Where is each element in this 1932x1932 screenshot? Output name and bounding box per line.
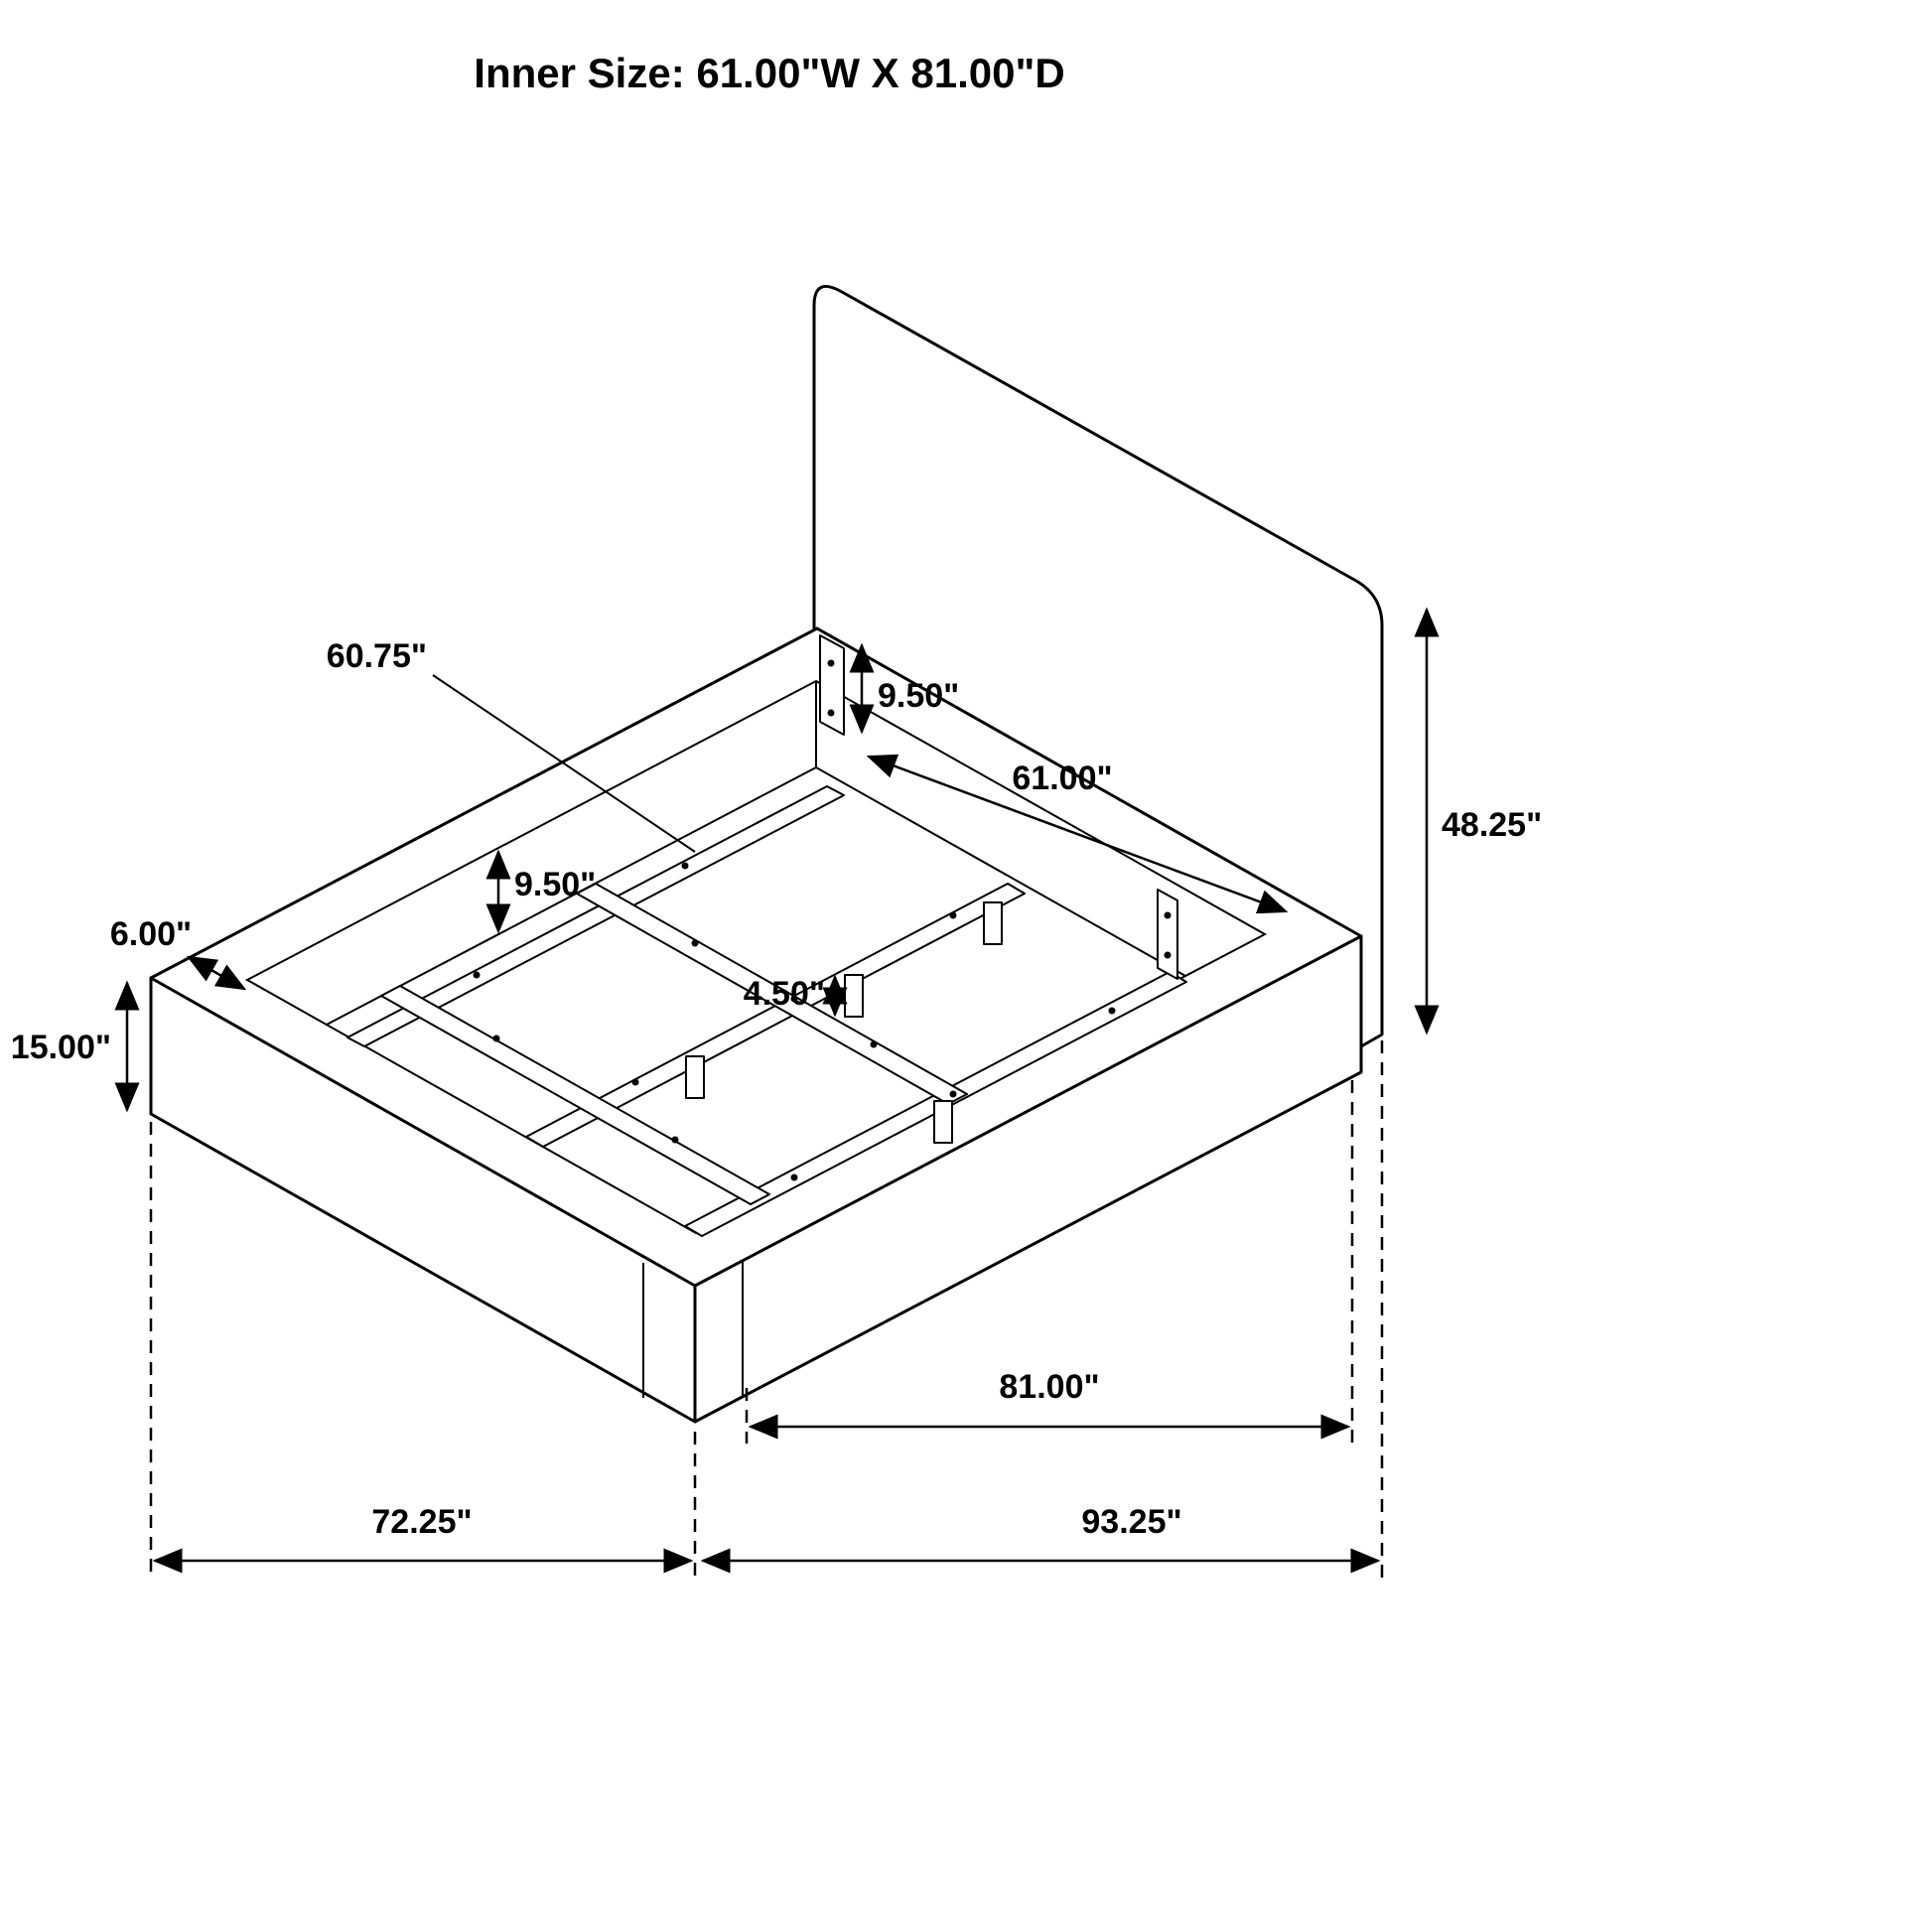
support-leg (983, 901, 1003, 945)
dim-label-head-bracket: 9.50" (878, 677, 959, 715)
support-leg (844, 974, 864, 1018)
screw-dot (681, 862, 689, 870)
screw-dot (870, 1040, 878, 1048)
screw-dot (492, 1035, 500, 1042)
dim-label-leg-height: 4.50" (744, 975, 825, 1013)
screw-dot (790, 995, 798, 1003)
dim-label-headboard-height: 48.25" (1442, 806, 1542, 844)
screw-dot (949, 911, 957, 919)
screw-dot (671, 1136, 679, 1144)
dim-label-base-height: 15.00" (11, 1029, 111, 1066)
dim-label-side-rail-height: 9.50" (514, 866, 596, 903)
screw-dot (1164, 951, 1172, 959)
dim-arrow-rail-width (186, 955, 247, 991)
foot-corner-seams (642, 1261, 744, 1398)
screw-dot (691, 939, 699, 947)
dim-label-overall-depth: 93.25" (1081, 1503, 1181, 1541)
lower-cross-slat (380, 985, 770, 1205)
dim-label-slat-rail-length: 60.75" (327, 637, 427, 675)
screw-dot (1164, 911, 1172, 919)
leader-slat-rail-length (432, 674, 696, 853)
dim-label-inner-depth: 81.00" (999, 1368, 1099, 1406)
dimension-annotations: 60.75" 9.50" 61.00" 48.25" 9.50" 6.00" 1… (11, 607, 1542, 1579)
dim-arrow-inner-width (866, 754, 1289, 914)
platform-top-edges (149, 934, 1363, 1424)
screw-dot (949, 1090, 957, 1098)
support-leg (933, 1100, 953, 1144)
head-bracket-right (1157, 889, 1178, 980)
slat-system (346, 634, 1187, 1237)
screw-dots (473, 659, 1172, 1181)
screw-dot (631, 1078, 639, 1086)
dim-label-rail-width: 6.00" (110, 915, 192, 953)
page-title: Inner Size: 61.00"W X 81.00"D (474, 50, 1064, 96)
screw-dot (1108, 1007, 1116, 1015)
dim-label-inner-width: 61.00" (1012, 759, 1112, 797)
head-bracket-left (819, 634, 845, 736)
dim-label-outer-width: 72.25" (371, 1503, 472, 1541)
screw-dot (790, 1173, 798, 1181)
screw-dot (827, 709, 835, 717)
screw-dot (827, 659, 835, 667)
platform-inner-opening (244, 679, 1268, 1235)
left-support-rail (346, 785, 845, 1047)
screw-dot (473, 971, 481, 979)
support-leg (685, 1055, 705, 1099)
